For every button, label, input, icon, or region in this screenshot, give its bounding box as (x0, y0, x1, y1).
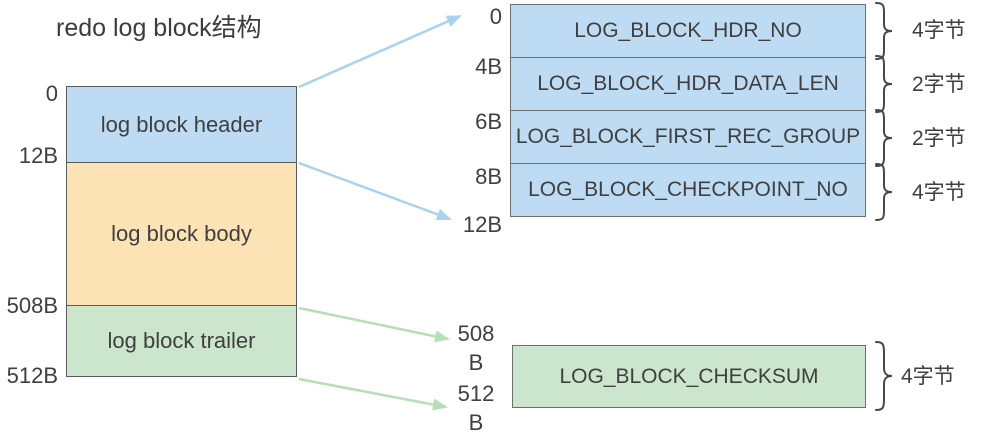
table-row: LOG_BLOCK_FIRST_REC_GROUP (510, 110, 866, 164)
table-offset-6b: 6B (475, 109, 502, 134)
arrow-trailer-end (298, 377, 448, 411)
brace-icon (875, 55, 893, 113)
block-segment-trailer: log block trailer (66, 305, 297, 377)
size-label: 4字节 (912, 19, 966, 42)
block-segment-label: log block header (100, 111, 263, 137)
block-segment-body: log block body (66, 161, 297, 307)
arrow-header-end (298, 161, 452, 221)
table-offset-8b: 8B (475, 164, 502, 189)
block-segment-label: log block trailer (107, 328, 256, 353)
brace-icon (875, 341, 893, 411)
page-title: redo log block结构 (56, 14, 262, 42)
table-row: LOG_BLOCK_HDR_NO (510, 4, 866, 58)
field-name: LOG_BLOCK_CHECKSUM (559, 364, 819, 388)
offset-label-512b: 512B (6, 363, 58, 388)
table-offset-0: 0 (489, 4, 502, 29)
block-segment-label: log block body (111, 221, 252, 246)
table-offset-12b: 12B (462, 212, 502, 237)
offset-label-12b: 12B (18, 143, 58, 168)
brace-icon (875, 163, 893, 221)
size-label: 2字节 (912, 73, 966, 96)
log-block-stack: log block header log block body log bloc… (66, 86, 297, 377)
field-name: LOG_BLOCK_FIRST_REC_GROUP (515, 125, 861, 148)
arrow-trailer-start (298, 306, 450, 343)
brace-icon (875, 109, 893, 167)
size-label: 2字节 (912, 127, 966, 150)
table-offset-4b: 4B (475, 54, 502, 79)
checksum-offset-end: 512 B (457, 381, 495, 435)
block-segment-header: log block header (66, 86, 297, 163)
field-name: LOG_BLOCK_CHECKPOINT_NO (528, 178, 848, 201)
size-label: 4字节 (901, 365, 955, 388)
brace-icon (875, 2, 893, 60)
field-name: LOG_BLOCK_HDR_DATA_LEN (537, 72, 839, 95)
table-row: LOG_BLOCK_HDR_DATA_LEN (510, 57, 866, 111)
offset-label-0: 0 (45, 81, 58, 106)
header-detail-table: LOG_BLOCK_HDR_NO LOG_BLOCK_HDR_DATA_LEN … (510, 4, 866, 217)
field-name: LOG_BLOCK_HDR_NO (574, 19, 802, 42)
checksum-offset-start: 508 B (457, 321, 495, 375)
size-label: 4字节 (912, 181, 966, 204)
checksum-box: LOG_BLOCK_CHECKSUM (512, 345, 866, 408)
offset-label-508b: 508B (6, 293, 58, 318)
table-row: LOG_BLOCK_CHECKPOINT_NO (510, 163, 866, 217)
